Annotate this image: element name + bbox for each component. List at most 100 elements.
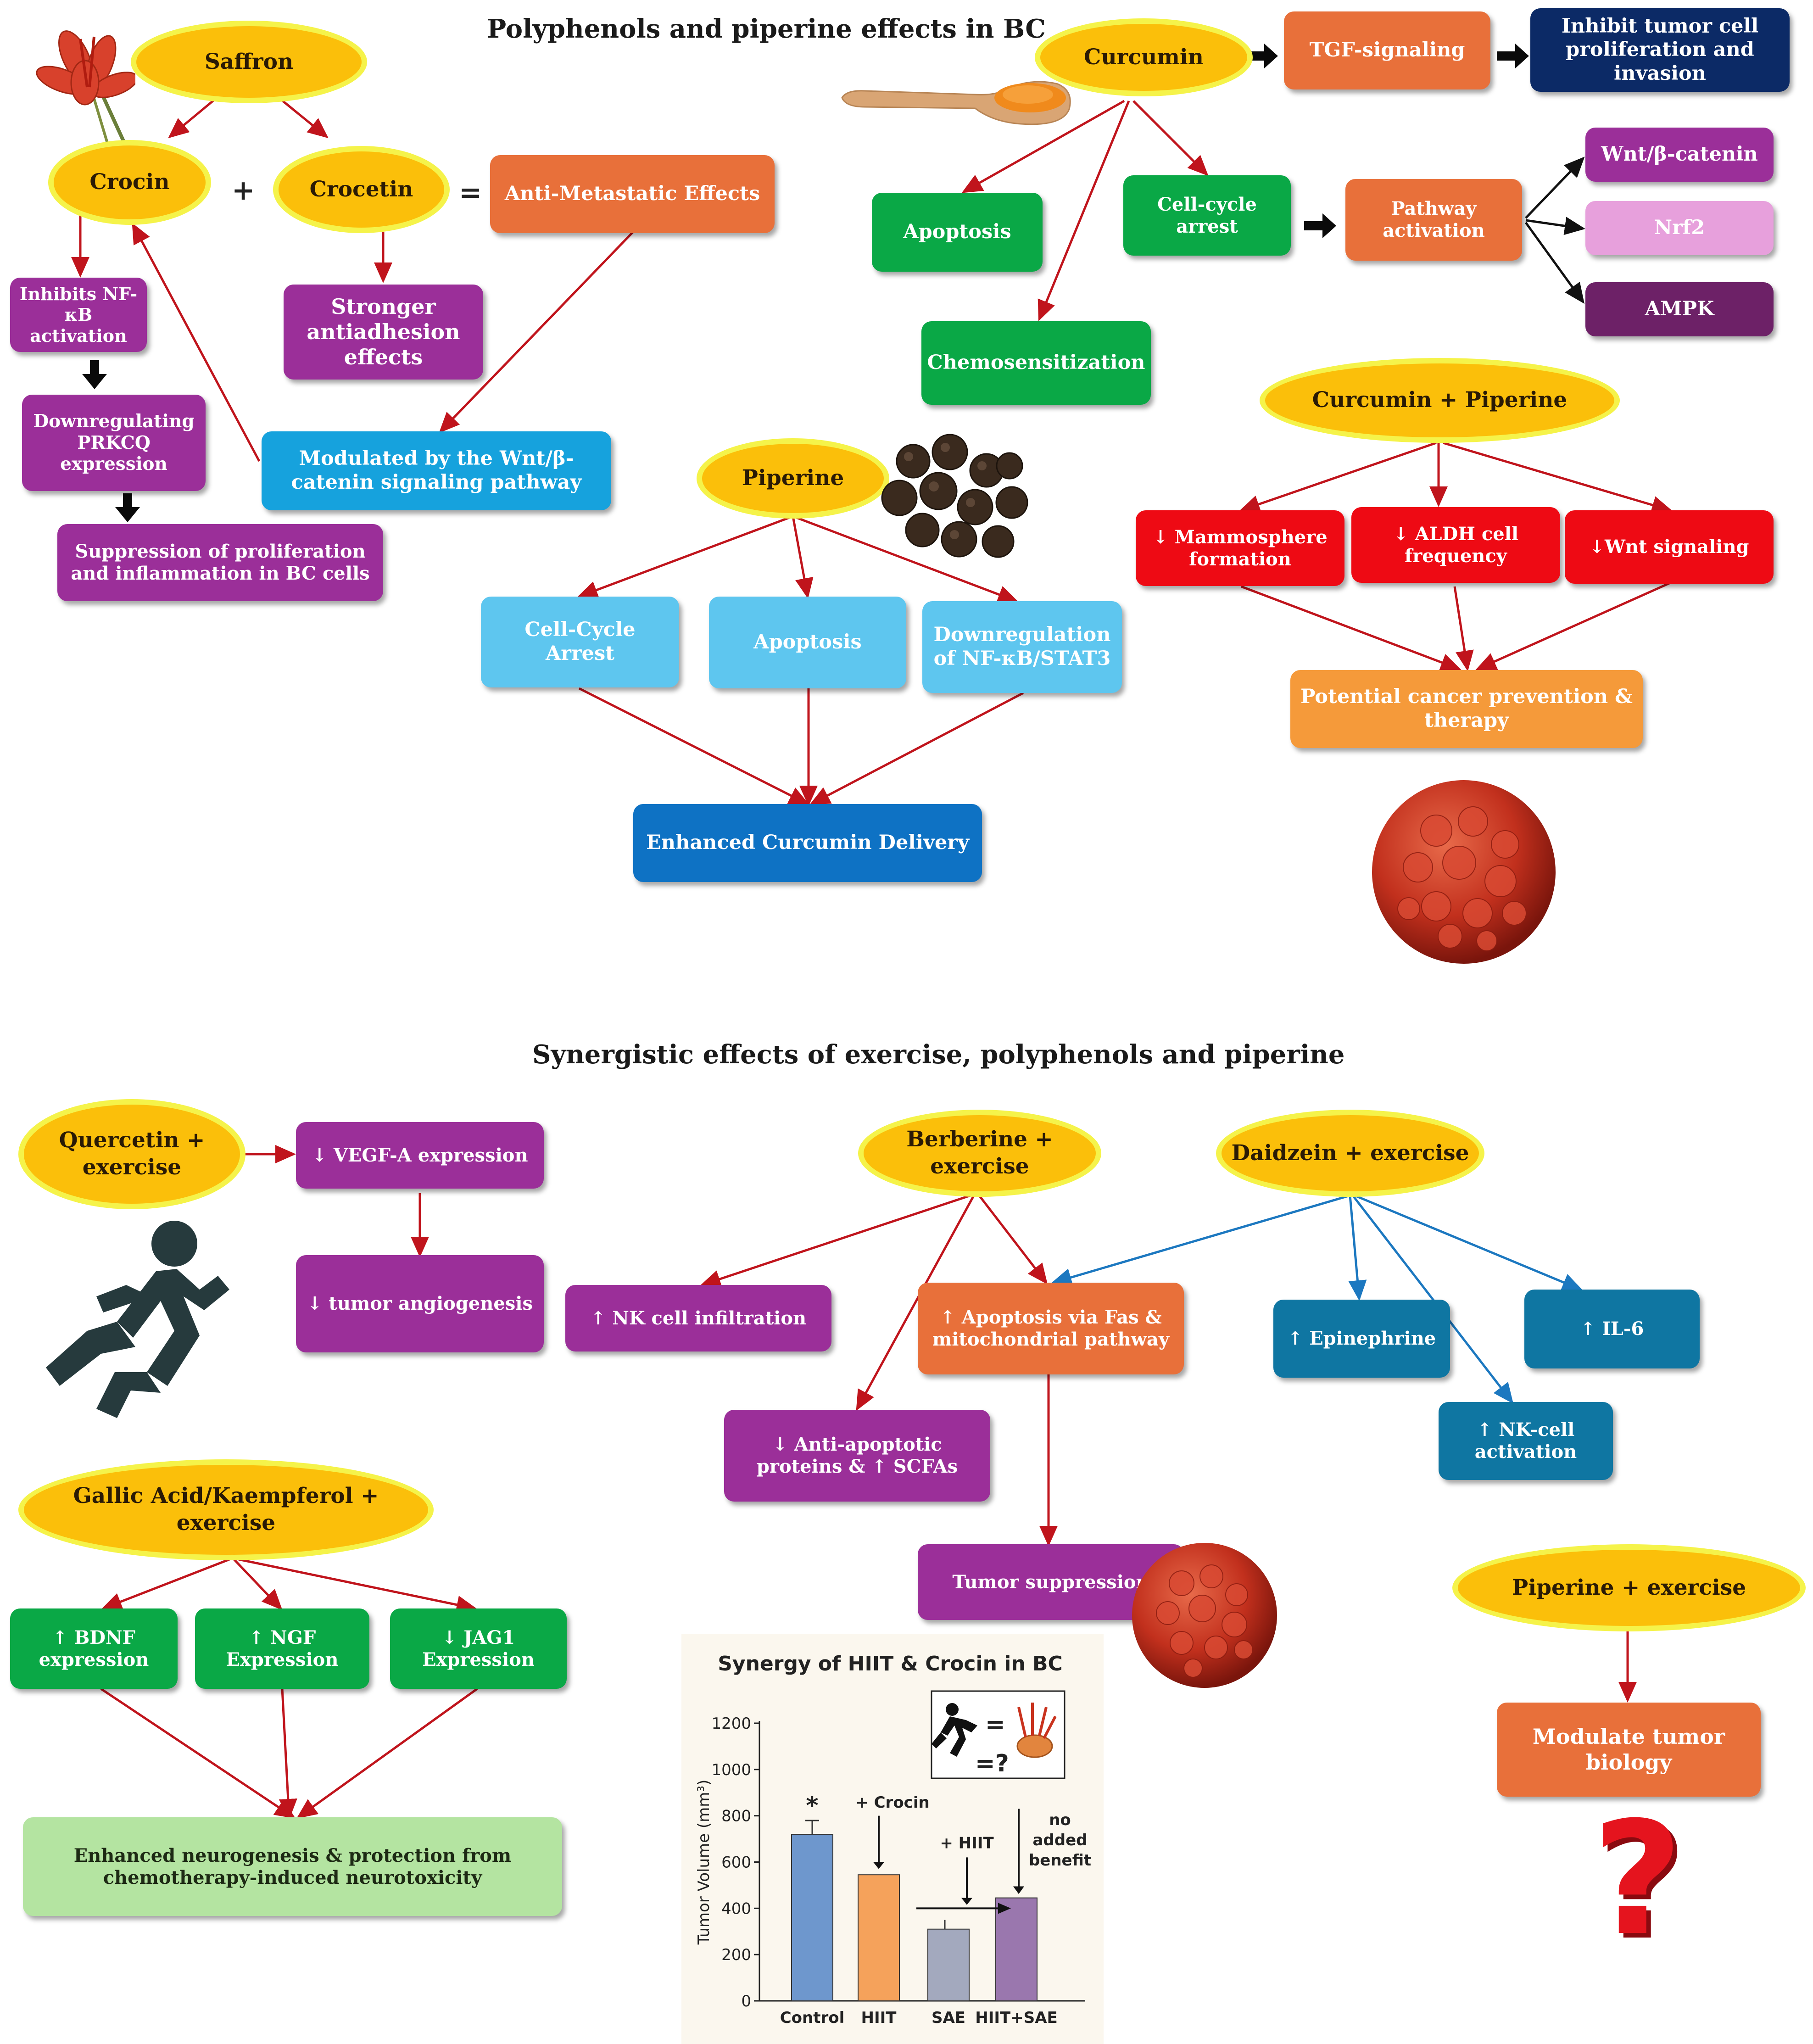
hiit-arrow-head [961,1898,972,1905]
enhanced-delivery-box: Enhanced Curcumin Delivery [633,804,982,882]
bdnf-box: ↑ BDNF expression [10,1608,178,1689]
daidzein-node: Daidzein + exercise [1216,1110,1484,1197]
anti-metastatic-box: Anti-Metastatic Effects [490,155,775,233]
jag1-box: ↓ JAG1 Expression [390,1608,567,1689]
inset-saffron-icon [1038,1707,1048,1736]
mammosphere-box: ↓ Mammosphere formation [1136,510,1344,586]
black-arrow-icon [1497,44,1529,68]
no-benefit-annotation: added [1032,1831,1087,1849]
suppression-box: Suppression of proliferation and inflamm… [57,524,383,601]
aldh-box: ↓ ALDH cell frequency [1351,507,1560,583]
saffron-node: Saffron [131,21,367,103]
crocin-annotation: + Crocin [855,1793,929,1812]
bar-sae [927,1928,970,2001]
no-benefit-annotation: benefit [1029,1851,1091,1870]
y-axis-label: Tumor Volume (mm³) [695,1780,713,1945]
quercetin-node: Quercetin + exercise [18,1099,245,1209]
curcumin-node: Curcumin [1035,18,1253,96]
piperine-exercise-node: Piperine + exercise [1452,1544,1806,1631]
ngf-box: ↑ NGF Expression [195,1608,369,1689]
horizontal-arrow-head [998,1903,1011,1914]
synergy-bar-chart: Synergy of HIIT & Crocin in BC 0 200 400 600… [695,1652,1091,2027]
bar-hiitsae [995,1897,1038,2001]
chemosensitization-box: Chemosensitization [921,321,1151,405]
inset-runner-icon [932,1732,947,1748]
inset-saffron-icon [1043,1715,1057,1739]
wnt-catenin-box: Wnt/β-catenin [1585,128,1774,182]
vegf-box: ↓ VEGF-A expression [296,1122,544,1189]
y-tick-label: 0 [741,1992,751,2010]
running-person-icon [46,1221,229,1418]
piperine-apoptosis-box: Apoptosis [709,597,906,688]
piperine-cell-cycle-box: Cell-Cycle Arrest [481,597,679,687]
inhibits-nfkb-box: Inhibits NF-κB activation [10,278,147,352]
chart-panel: Synergy of HIIT & Crocin in BC 0 200 400 600… [681,1634,1104,2044]
equals-sign: = [459,177,482,209]
nk-infiltration-box: ↑ NK cell infiltration [565,1285,831,1351]
significance-star: * [806,1792,818,1820]
black-arrow-icon [1304,213,1336,238]
epinephrine-box: ↑ Epinephrine [1273,1300,1450,1378]
wnt-signaling-box: ↓Wnt signaling [1565,510,1774,584]
y-tick-label: 1000 [711,1761,751,1779]
apoptosis-fas-box: ↑ Apoptosis via Fas & mitochondrial path… [918,1283,1184,1374]
neurogenesis-box: Enhanced neurogenesis & protection from … [23,1817,562,1916]
no-benefit-annotation: no [1049,1811,1071,1829]
modulate-tumor-box: Modulate tumor biology [1497,1703,1761,1797]
gallic-kaempferol-node: Gallic Acid/Kaempferol + exercise [18,1459,434,1560]
y-tick-label: 800 [721,1807,751,1826]
top-title: Polyphenols and piperine effects in BC [487,14,1046,44]
tumor-cell-icon [1372,780,1556,964]
crocin-node: Crocin [48,140,211,225]
inset-saffron-icon [1017,1707,1027,1737]
bar-control [791,1834,833,2001]
bar-hiit [858,1874,900,2002]
berberine-node: Berberine + exercise [858,1110,1101,1197]
y-tick-label: 400 [721,1899,751,1918]
anti-apoptotic-box: ↓ Anti-apoptotic proteins & ↑ SCFAs [724,1410,990,1502]
pepper-seeds-icon [881,434,1028,558]
pathway-activation-box: Pathway activation [1345,179,1522,261]
question-mark-icon: ? [1592,1788,1683,1970]
y-tick-label: 1200 [711,1715,751,1733]
piperine-downregulation-box: Downregulation of NF-κB/STAT3 [922,601,1122,693]
curcumin-piperine-node: Curcumin + Piperine [1260,358,1620,443]
inset-question: =? [975,1750,1009,1777]
crocetin-node: Crocetin [273,146,450,233]
downregulating-prkcq-box: Downregulating PRKCQ expression [22,395,206,491]
cell-cycle-arrest-box: Cell-cycle arrest [1123,175,1291,256]
black-arrow-icon [115,493,140,522]
inhibit-tumor-box: Inhibit tumor cell proliferation and inv… [1530,8,1790,92]
nrf2-box: Nrf2 [1585,201,1774,255]
nobenefit-arrow-head [1013,1886,1024,1894]
curcumin-apoptosis-box: Apoptosis [872,193,1043,272]
ampk-box: AMPK [1585,282,1774,336]
angiogenesis-box: ↓ tumor angiogenesis [296,1255,544,1352]
hiit-annotation: + HIIT [940,1834,994,1852]
inset-equals: = [985,1711,1005,1738]
saffron-flower-icon [36,30,135,148]
inset-saffron-icon [1016,1734,1053,1758]
stronger-antiadhesion-box: Stronger antiadhesion effects [284,285,483,380]
inset-runner-icon [941,1716,977,1757]
x-tick-label: Control [780,2009,845,2027]
plus-sign: + [232,174,255,207]
x-tick-label: SAE [932,2009,965,2027]
nk-activation-box: ↑ NK-cell activation [1439,1402,1613,1480]
turmeric-spoon-icon [841,81,1071,125]
tumor-cell-icon [1132,1543,1277,1688]
black-arrow-icon [1246,44,1278,68]
crocin-arrow-head [873,1862,884,1869]
y-tick-label: 600 [721,1854,751,1872]
il6-box: ↑ IL-6 [1524,1290,1700,1368]
black-arrow-icon [82,360,107,389]
chart-title: Synergy of HIIT & Crocin in BC [718,1652,1063,1675]
modulated-wnt-box: Modulated by the Wnt/β-catenin signaling… [262,431,611,510]
x-tick-label: HIIT+SAE [975,2009,1057,2027]
tgf-signaling-box: TGF-signaling [1284,11,1490,89]
piperine-node: Piperine [697,438,889,519]
y-tick-label: 200 [721,1946,751,1964]
bottom-title: Synergistic effects of exercise, polyphe… [532,1039,1345,1070]
potential-prevention-box: Potential cancer prevention & therapy [1290,670,1643,748]
